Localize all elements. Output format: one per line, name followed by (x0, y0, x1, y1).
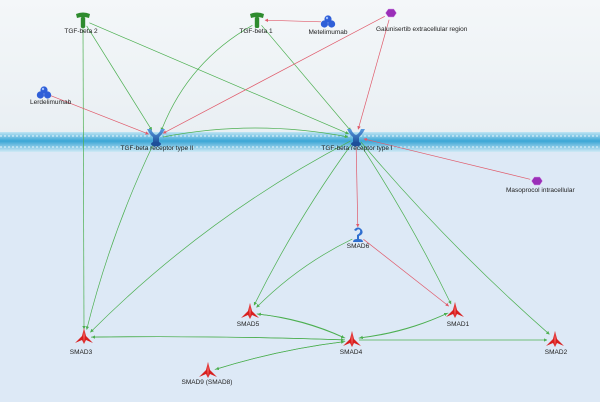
node-metelimumab[interactable]: Metelimumab (308, 15, 348, 36)
node-label: TGF-beta 2 (64, 28, 98, 35)
edge-metelimumab-to-tgfb1 (264, 18, 322, 23)
edge-smad4-to-smad1 (358, 312, 448, 339)
edge-smad4-to-smad5 (257, 312, 346, 339)
edge-tgfb2-to-tgfbr1 (89, 22, 349, 135)
edge-tgfb2-to-smad3 (82, 26, 86, 330)
node-smad1[interactable]: SMAD1 (446, 302, 470, 328)
node-tgfbr2[interactable]: TGF-beta receptor type II (121, 129, 194, 152)
node-label: TGF-beta 1 (239, 28, 273, 35)
node-label: SMAD6 (347, 243, 370, 250)
node-tgfb1[interactable]: TGF-beta 1 (239, 12, 273, 36)
tee-icon (250, 12, 264, 28)
node-label: SMAD2 (545, 349, 568, 356)
edge-tgfbr2-to-smad3 (85, 143, 154, 330)
edge-tgfbr1-to-smad2 (360, 141, 550, 335)
edge-lerdelimumab-to-tgfbr2 (50, 95, 149, 135)
node-smad9[interactable]: SMAD9 (SMAD8) (182, 362, 233, 386)
node-label: Metelimumab (308, 29, 347, 36)
cell-membrane (0, 132, 600, 152)
antibody-blob-icon (36, 86, 52, 99)
edge-tgfb1-to-tgfbr1 (261, 25, 352, 132)
edge-tgfb1-to-tgfbr2 (160, 24, 253, 132)
edge-smad4-to-smad3 (91, 335, 346, 341)
node-tgfb2[interactable]: TGF-beta 2 (64, 12, 98, 36)
node-galunisertib[interactable]: Galunisertib extracellular region (376, 8, 468, 33)
node-smad3[interactable]: SMAD3 (70, 328, 93, 356)
tripod-icon (546, 331, 564, 347)
node-label: SMAD1 (447, 321, 470, 328)
tripod-icon (343, 331, 361, 347)
node-label: TGF-beta receptor type II (121, 145, 194, 152)
node-smad4[interactable]: SMAD4 (340, 331, 363, 356)
hexagon-icon (385, 8, 397, 18)
tripod-icon (75, 328, 93, 344)
edge-smad6-to-smad5 (256, 238, 353, 308)
nodes-layer: TGF-beta 2 TGF-beta 1 Metelimumab Galuniser… (30, 8, 575, 386)
edge-galunisertib-to-tgfbr1 (357, 19, 390, 130)
node-label: SMAD3 (70, 349, 93, 356)
node-label: SMAD5 (237, 321, 260, 328)
edge-tgfb2-to-tgfbr2 (86, 25, 153, 131)
extracellular-region (0, 0, 600, 134)
intracellular-region (0, 150, 600, 402)
edge-tgfbr1-to-smad3 (90, 140, 351, 333)
edge-smad4-to-smad9 (215, 341, 346, 371)
antibody-blob-icon (320, 15, 336, 28)
receptor-icon (347, 129, 365, 147)
node-lerdelimumab[interactable]: Lerdelimumab (30, 86, 72, 106)
tripod-icon (446, 302, 464, 318)
hook-icon (353, 227, 363, 242)
node-tgfbr1[interactable]: TGF-beta receptor type I (321, 129, 393, 152)
receptor-icon (147, 129, 165, 147)
tripod-icon (199, 362, 217, 378)
node-label: Galunisertib extracellular region (376, 26, 468, 33)
node-smad6[interactable]: SMAD6 (347, 227, 370, 251)
edges-layer (50, 15, 550, 371)
edge-tgfbr1-to-smad6 (355, 143, 360, 228)
node-label: Lerdelimumab (30, 99, 72, 106)
tee-icon (76, 12, 90, 28)
edge-masoprocol-to-tgfbr1 (363, 137, 531, 180)
tripod-icon (241, 303, 259, 319)
edge-tgfbr2-to-tgfbr1 (162, 127, 349, 139)
node-label: Masoprocol intracellular (506, 187, 575, 194)
edge-galunisertib-to-tgfbr2 (162, 15, 385, 134)
edge-tgfbr1-to-smad5 (253, 142, 353, 306)
hexagon-icon (531, 176, 543, 186)
node-label: SMAD9 (SMAD8) (182, 379, 233, 386)
node-masoprocol[interactable]: Masoprocol intracellular (506, 176, 575, 194)
node-smad2[interactable]: SMAD2 (545, 331, 568, 356)
node-label: SMAD4 (340, 349, 363, 356)
edge-tgfbr1-to-smad1 (359, 142, 452, 305)
node-smad5[interactable]: SMAD5 (237, 303, 260, 328)
edge-smad6-to-smad1 (363, 239, 449, 307)
node-label: TGF-beta receptor type I (321, 145, 392, 152)
